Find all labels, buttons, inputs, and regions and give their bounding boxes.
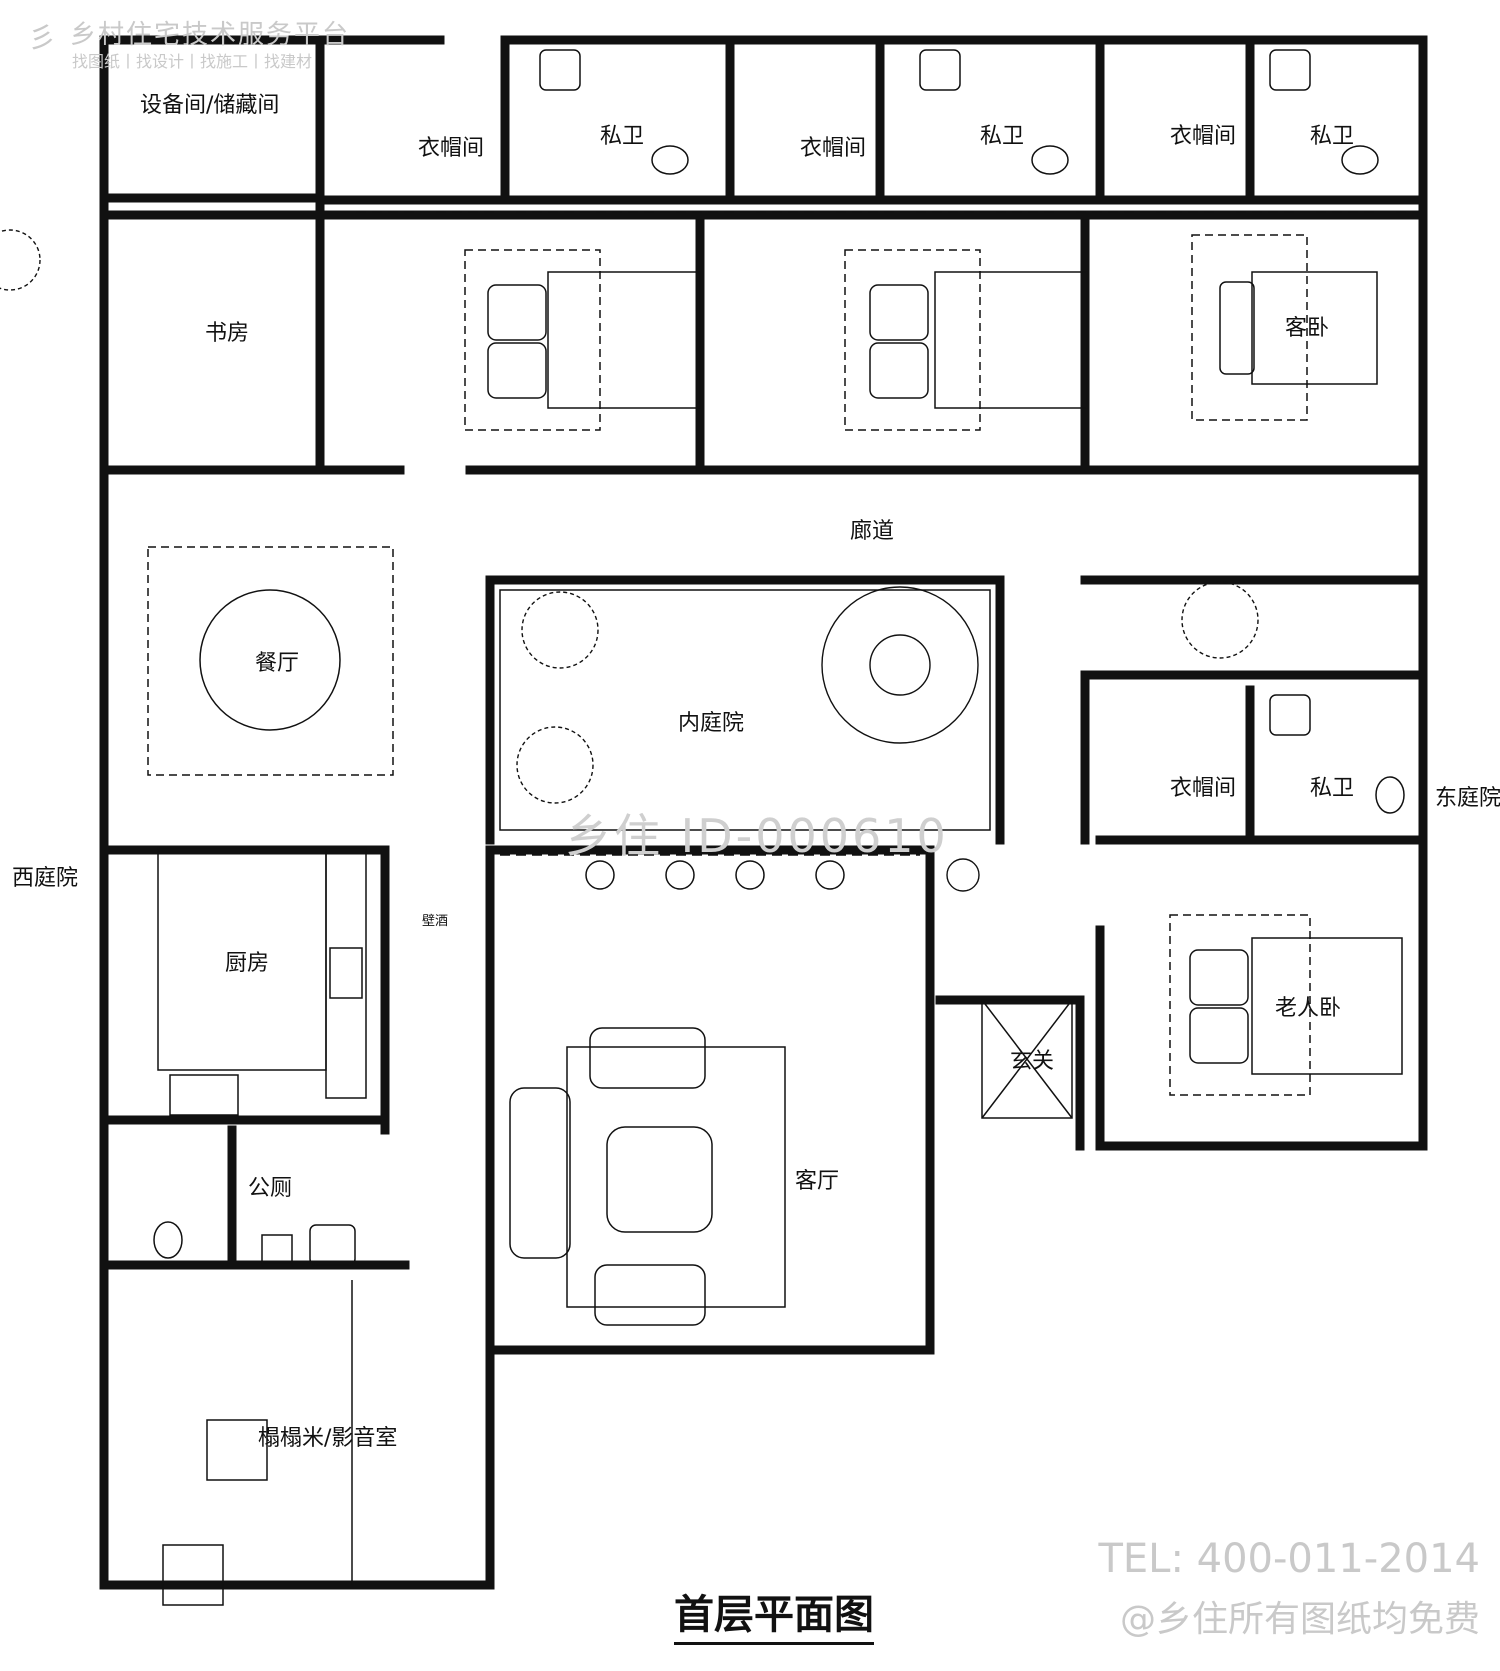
label-wine-cabinet: 壁酒 [422, 914, 448, 929]
label-closet3: 衣帽间 [1170, 124, 1236, 149]
label-closet1: 衣帽间 [418, 136, 484, 161]
plan-thin-lines [147, 49, 1420, 1606]
label-kitchen: 厨房 [225, 951, 269, 976]
label-corridor: 廊道 [850, 519, 894, 544]
label-bath2: 私卫 [980, 124, 1024, 149]
label-bath3: 私卫 [1310, 124, 1354, 149]
label-bath1: 私卫 [600, 124, 644, 149]
label-tatami-av: 榻榻米/影音室 [258, 1426, 397, 1451]
label-living-room: 客厅 [795, 1169, 839, 1194]
plan-title: 首层平面图 [674, 1582, 874, 1645]
watermark-tel: TEL: 400-011-2014 [1098, 1536, 1480, 1582]
label-bath4: 私卫 [1310, 776, 1354, 801]
watermark-top-subtitle: 找图纸丨找设计丨找施工丨找建材 [72, 52, 313, 71]
plan-walls [99, 35, 1428, 1590]
label-inner-courtyard: 内庭院 [678, 711, 744, 736]
watermark-free-note: @乡住所有图纸均免费 [1119, 1599, 1480, 1640]
label-closet2: 衣帽间 [800, 136, 866, 161]
watermark-center-id: 乡住 ID-000610 [565, 809, 949, 863]
label-entrance: 玄关 [1010, 1049, 1054, 1074]
room-labels: 设备间/储藏间 衣帽间 私卫 衣帽间 私卫 衣帽间 私卫 书房 客卧 廊道 餐厅… [12, 93, 1500, 1451]
label-dining: 餐厅 [255, 651, 299, 676]
label-study: 书房 [205, 321, 249, 346]
plan-trees [0, 229, 1259, 892]
label-closet4: 衣帽间 [1170, 776, 1236, 801]
label-west-yard: 西庭院 [12, 866, 78, 891]
label-east-yard: 东庭院 [1435, 786, 1500, 811]
label-storage: 设备间/储藏间 [140, 93, 279, 118]
label-guest-bedroom: 客卧 [1285, 316, 1329, 341]
label-elder-bedroom: 老人卧 [1275, 996, 1341, 1021]
watermark-top-title: 乡村住宅技术服务平台 [70, 20, 351, 50]
platform-logo-icon: 彡 [28, 21, 57, 54]
label-public-toilet: 公厕 [248, 1176, 292, 1201]
